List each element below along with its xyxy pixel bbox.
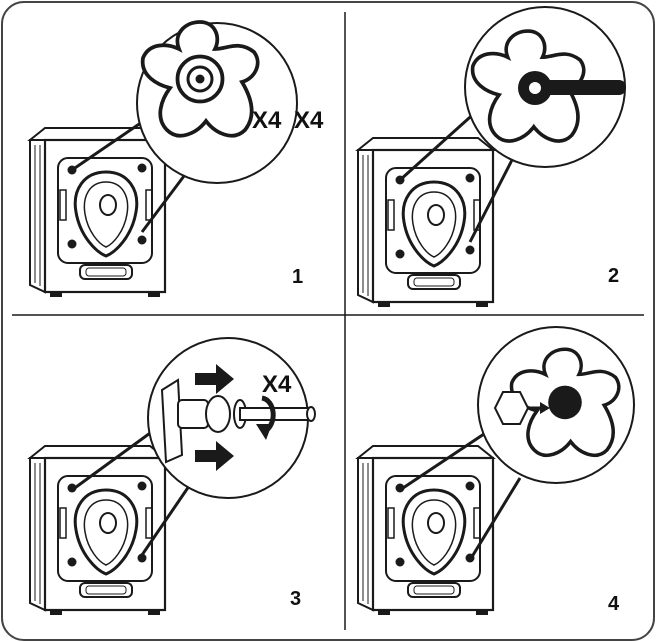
step-4-panel: 4 xyxy=(356,326,635,617)
step-2-number: 2 xyxy=(608,265,619,287)
transit-bolt-icon xyxy=(140,20,260,138)
step-1-multiplier-b: X4 xyxy=(294,107,324,134)
arrow-right-icon xyxy=(195,441,234,471)
transit-bolt-icon xyxy=(509,347,621,458)
step-2-panel: 2 xyxy=(356,6,626,309)
step-4-number: 4 xyxy=(608,593,620,615)
step-3-multiplier: X4 xyxy=(262,371,292,398)
arrow-right-icon xyxy=(195,364,234,394)
step-1-number: 1 xyxy=(292,266,303,288)
step-1-panel: X4 X4 1 xyxy=(28,20,324,299)
plug-cap-icon xyxy=(493,391,550,425)
step-3-panel: X4 3 xyxy=(28,337,316,617)
transit-bolt-icon xyxy=(160,378,316,464)
step-1-multiplier-a: X4 xyxy=(252,107,282,134)
rotate-arrow-icon xyxy=(256,395,276,440)
spanner-icon xyxy=(518,71,626,105)
washing-machine-icon xyxy=(356,136,495,309)
step-3-number: 3 xyxy=(290,588,301,610)
